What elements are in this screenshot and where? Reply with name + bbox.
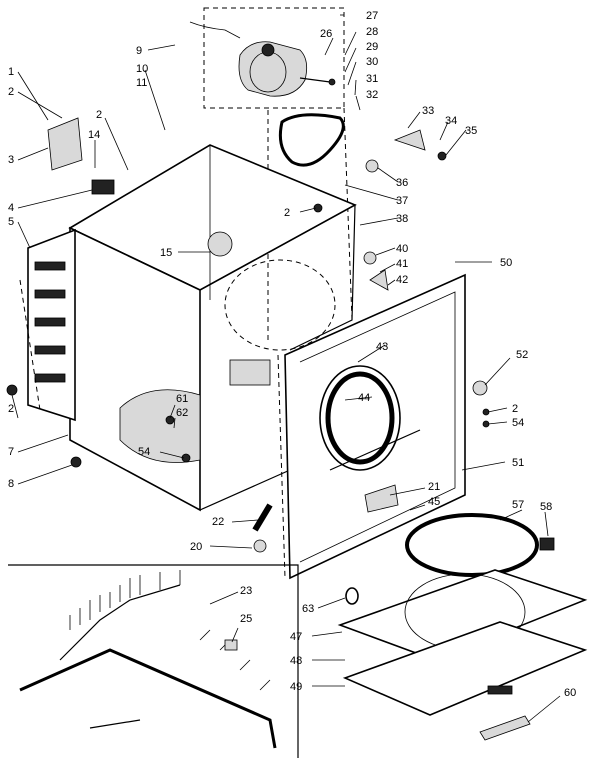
callout-30: 30: [366, 56, 378, 68]
screw: [6, 384, 18, 396]
wiring-harness-inset: [8, 564, 299, 758]
callout-labels: 1 2 3 4 5 2 7 8 9 10 11 2 14 15 26 27 28…: [8, 10, 576, 699]
callout-36: 36: [396, 177, 408, 189]
callout-37: 37: [396, 195, 408, 207]
callout-29: 29: [366, 41, 378, 53]
callout-11: 11: [136, 77, 147, 89]
callout-20: 20: [190, 541, 202, 553]
leader-lines: [11, 14, 561, 723]
bracket: [47, 117, 83, 171]
callout-52: 52: [516, 349, 528, 361]
callout-32: 32: [366, 89, 378, 101]
callout-33: 33: [422, 105, 434, 117]
callout-60: 60: [564, 687, 576, 699]
callout-34: 34: [445, 115, 457, 127]
callout-40: 40: [396, 243, 408, 255]
callout-2: 2: [8, 403, 14, 415]
callout-45: 45: [428, 496, 440, 508]
callout-47: 47: [290, 631, 302, 643]
callout-61: 61: [176, 393, 188, 405]
callout-14: 14: [88, 129, 100, 141]
leveling-leg: [70, 456, 82, 468]
callout-2: 2: [512, 403, 518, 415]
callout-23: 23: [240, 585, 252, 597]
callout-58: 58: [540, 501, 552, 513]
callout-41: 41: [396, 258, 408, 270]
callout-51: 51: [512, 457, 524, 469]
callout-5: 5: [8, 216, 14, 228]
callout-2: 2: [8, 86, 14, 98]
callout-2: 2: [96, 109, 102, 121]
callout-7: 7: [8, 446, 14, 458]
callout-38: 38: [396, 213, 408, 225]
callout-2: 2: [284, 207, 290, 219]
callout-54: 54: [138, 446, 150, 458]
callout-26: 26: [320, 28, 332, 40]
callout-8: 8: [8, 478, 14, 490]
callout-4: 4: [8, 202, 14, 214]
callout-42: 42: [396, 274, 408, 286]
callout-48: 48: [290, 655, 302, 667]
front-panel: [277, 273, 466, 580]
callout-62: 62: [176, 407, 188, 419]
terminal-block: [91, 179, 115, 195]
callout-22: 22: [212, 516, 224, 528]
callout-54: 54: [512, 417, 524, 429]
door-assembly: [337, 513, 588, 741]
callout-9: 9: [136, 45, 142, 57]
callout-21: 21: [428, 481, 440, 493]
motor-assembly-inset: [189, 7, 345, 109]
callout-3: 3: [8, 154, 14, 166]
callout-15: 15: [160, 247, 172, 259]
back-panel: [19, 228, 76, 422]
callout-27: 27: [366, 10, 378, 22]
callout-25: 25: [240, 613, 252, 625]
callout-10: 10: [136, 63, 148, 75]
callout-49: 49: [290, 681, 302, 693]
callout-44: 44: [358, 392, 370, 404]
callout-57: 57: [512, 499, 524, 511]
callout-35: 35: [465, 125, 477, 137]
callout-1: 1: [8, 66, 14, 78]
callout-28: 28: [366, 26, 378, 38]
callout-50: 50: [500, 257, 512, 269]
callout-43: 43: [376, 341, 388, 353]
callout-31: 31: [366, 73, 378, 85]
drive-belt: [278, 113, 345, 167]
callout-63: 63: [302, 603, 314, 615]
